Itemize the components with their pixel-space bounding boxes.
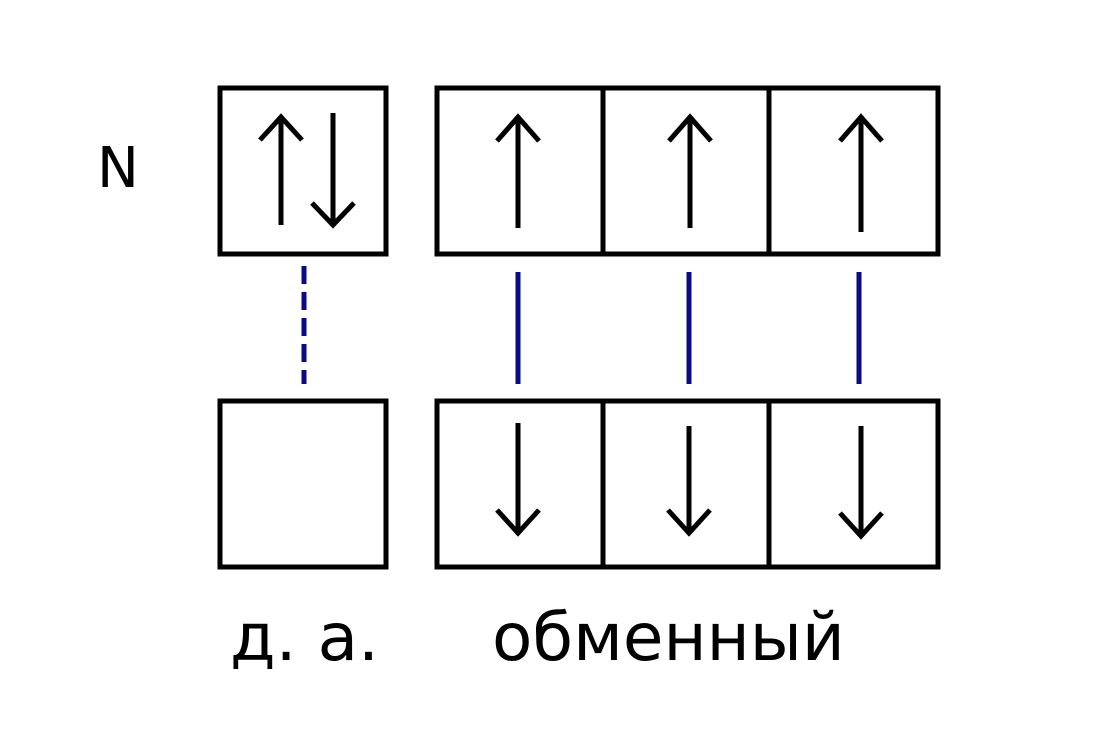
top-donor-box xyxy=(217,85,389,257)
top-exchange-up-arrow-icon-3 xyxy=(838,113,884,232)
atom-label: N xyxy=(97,136,139,201)
bottom-exchange-box-3 xyxy=(766,398,941,570)
top-donor-up-arrow-icon xyxy=(258,113,304,225)
top-exchange-up-arrow-icon-2 xyxy=(667,113,713,228)
top-donor-down-arrow-icon xyxy=(310,113,356,229)
donor-acceptor-label: д. а. xyxy=(230,599,379,676)
top-exchange-box-3 xyxy=(766,85,941,257)
bottom-exchange-down-arrow-icon-1 xyxy=(495,423,541,537)
top-exchange-up-arrow-icon-1 xyxy=(495,113,541,228)
bottom-exchange-down-arrow-icon-2 xyxy=(666,426,712,537)
top-exchange-box-2 xyxy=(600,85,772,257)
bottom-exchange-box-2 xyxy=(600,398,772,570)
exchange-label: обменный xyxy=(492,599,845,676)
bottom-acceptor-box xyxy=(217,398,389,570)
bottom-exchange-down-arrow-icon-3 xyxy=(838,426,884,540)
